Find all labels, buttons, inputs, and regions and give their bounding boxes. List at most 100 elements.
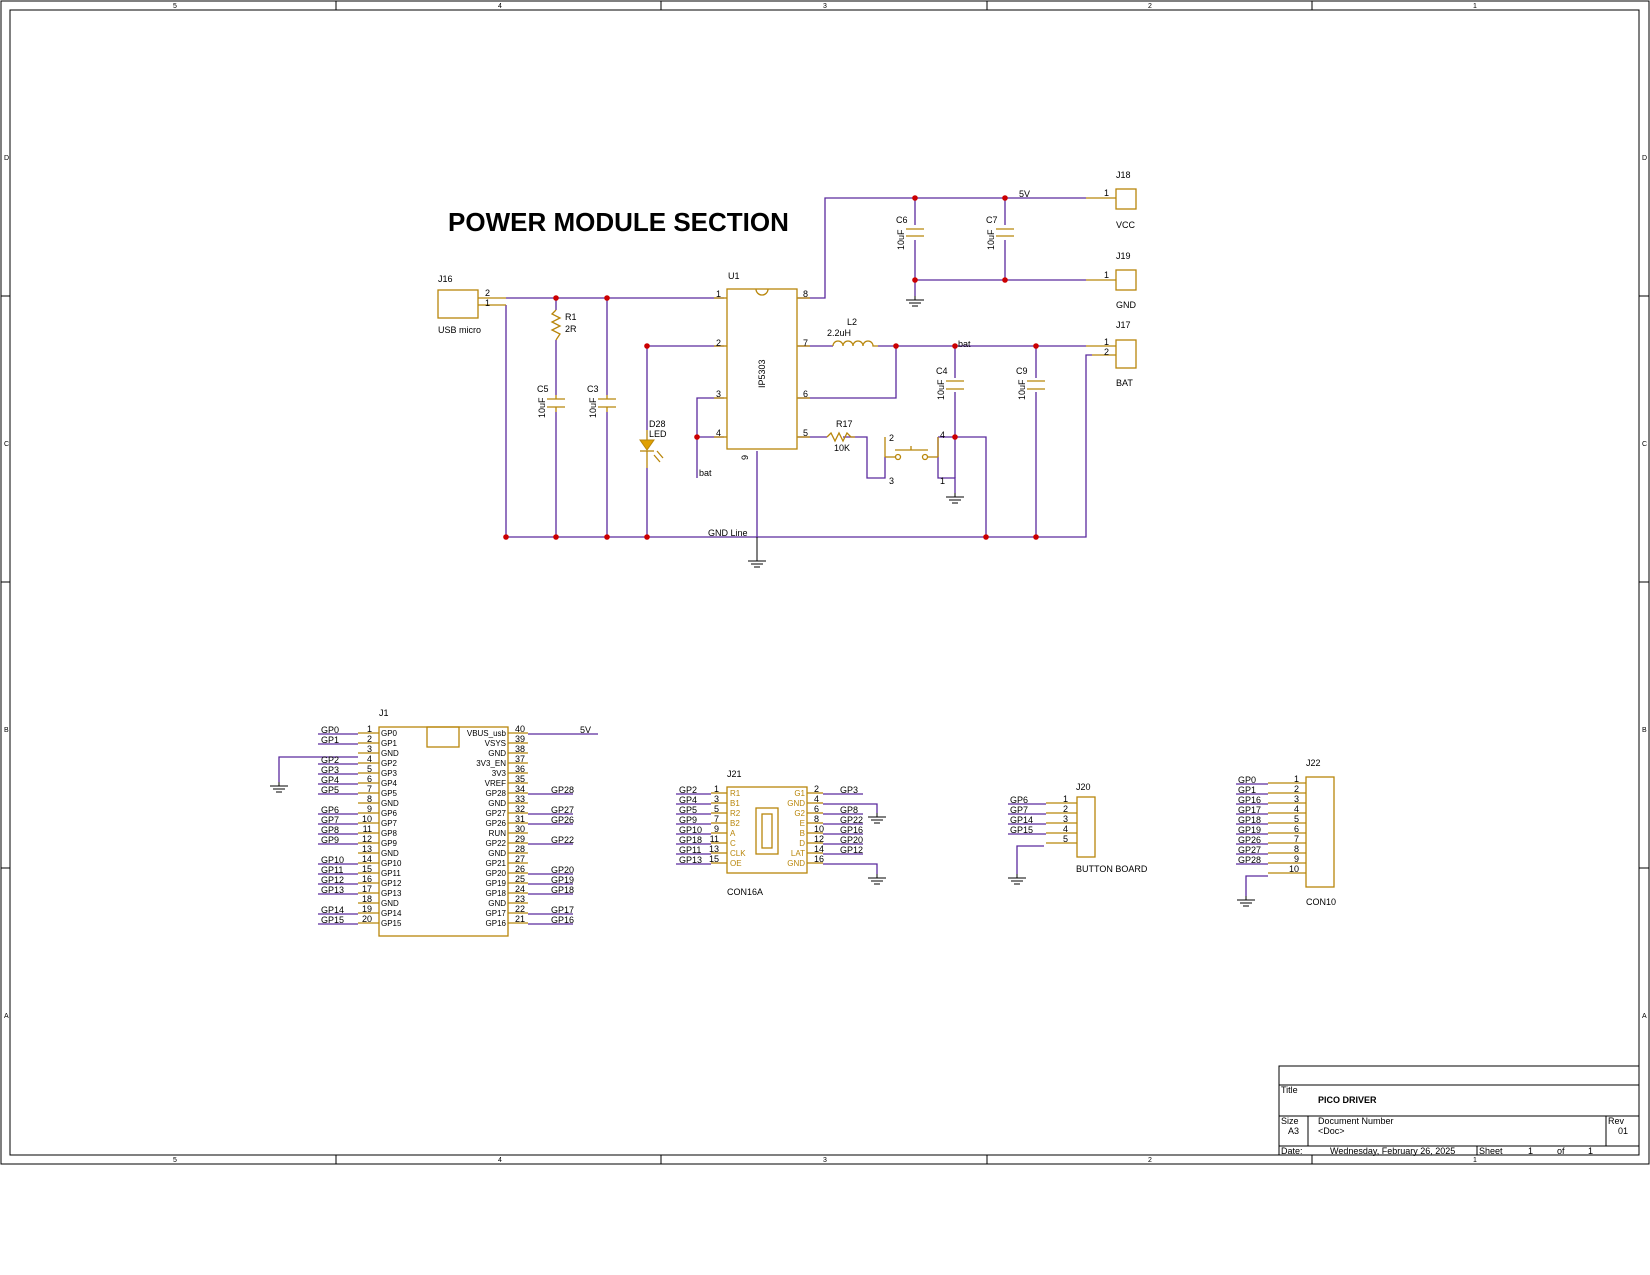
document-number: <Doc> bbox=[1318, 1126, 1345, 1136]
pin-number: 1 bbox=[714, 784, 719, 794]
net-label: 5V bbox=[580, 725, 591, 735]
capacitor-c9: C9 10uF bbox=[1016, 366, 1045, 400]
net-label: GP1 bbox=[1238, 785, 1256, 795]
pin-name: B1 bbox=[730, 799, 740, 808]
capacitor-c7: C7 10uF bbox=[986, 215, 1014, 250]
pin-number: 27 bbox=[515, 854, 525, 864]
pin-name: GP19 bbox=[486, 879, 507, 888]
pin-name: GP20 bbox=[486, 869, 507, 878]
pin-number: 14 bbox=[362, 854, 372, 864]
net-label: GP8 bbox=[321, 825, 339, 835]
resistor-r17: R17 10K bbox=[826, 419, 855, 453]
power-junctions bbox=[503, 195, 1039, 540]
pin-number: 35 bbox=[515, 774, 525, 784]
svg-text:6: 6 bbox=[803, 389, 808, 399]
pin-name: E bbox=[800, 819, 805, 828]
net-label: GP17 bbox=[551, 905, 574, 915]
pin-name: GP14 bbox=[381, 909, 402, 918]
net-label: GP15 bbox=[321, 915, 344, 925]
revision: 01 bbox=[1618, 1126, 1628, 1136]
zone-label-top: 1 bbox=[1473, 3, 1477, 10]
pin-number: 37 bbox=[515, 754, 525, 764]
net-label: GP13 bbox=[679, 855, 702, 865]
power-wires bbox=[505, 197, 1092, 538]
pin-name: GND bbox=[381, 899, 399, 908]
pin-name: VBUS_usb bbox=[467, 729, 507, 738]
pin-name: GP26 bbox=[486, 819, 507, 828]
pin-number: 38 bbox=[515, 744, 525, 754]
pin-number: 8 bbox=[814, 814, 819, 824]
pin-name: GND bbox=[381, 749, 399, 758]
pin-name: GND bbox=[488, 749, 506, 758]
net-label: GP17 bbox=[1238, 805, 1261, 815]
net-label: GP20 bbox=[551, 865, 574, 875]
pin-number: 23 bbox=[515, 894, 525, 904]
net-label: GP7 bbox=[1010, 805, 1028, 815]
svg-text:C9: C9 bbox=[1016, 366, 1028, 376]
svg-text:BUTTON BOARD: BUTTON BOARD bbox=[1076, 864, 1148, 874]
net-label: GP26 bbox=[1238, 835, 1261, 845]
pin-number: 19 bbox=[362, 904, 372, 914]
pin-number: 36 bbox=[515, 764, 525, 774]
pin-number: 30 bbox=[515, 824, 525, 834]
pin-number: 14 bbox=[814, 844, 824, 854]
svg-text:3: 3 bbox=[716, 389, 721, 399]
net-label: GP4 bbox=[679, 795, 697, 805]
connector-j16: J16 USB micro 2 1 bbox=[437, 274, 506, 335]
pin-name: GP16 bbox=[486, 919, 507, 928]
ic-u1: U1 IP5303 1 2 3 4 5 6 7 8 9 bbox=[714, 271, 810, 460]
capacitor-c3: C3 10uF bbox=[587, 384, 616, 418]
drawing-title: PICO DRIVER bbox=[1318, 1095, 1377, 1105]
net-label: GP6 bbox=[1010, 795, 1028, 805]
pin-name: GP13 bbox=[381, 889, 402, 898]
pin-name: R1 bbox=[730, 789, 741, 798]
net-label: GP19 bbox=[551, 875, 574, 885]
pin-number: 2 bbox=[1063, 804, 1068, 814]
net-label: GP28 bbox=[1238, 855, 1261, 865]
net-label: GP6 bbox=[321, 805, 339, 815]
net-label: GP22 bbox=[840, 815, 863, 825]
net-label: GP18 bbox=[1238, 815, 1261, 825]
pin-name: GP11 bbox=[381, 869, 401, 878]
pin-number: 5 bbox=[367, 764, 372, 774]
net-bat-label-u1: bat bbox=[699, 468, 712, 478]
svg-text:1: 1 bbox=[1104, 270, 1109, 280]
svg-text:10uF: 10uF bbox=[936, 379, 946, 400]
net-label: GP10 bbox=[321, 855, 344, 865]
pin-number: 33 bbox=[515, 794, 525, 804]
pin-name: GND bbox=[488, 849, 506, 858]
pin-number: 10 bbox=[1289, 864, 1299, 874]
zone-label-top: 2 bbox=[1148, 3, 1152, 10]
svg-text:7: 7 bbox=[803, 338, 808, 348]
pin-name: GP21 bbox=[486, 859, 507, 868]
pin-name: GP6 bbox=[381, 809, 398, 818]
pin-name: B2 bbox=[730, 819, 740, 828]
svg-text:2: 2 bbox=[1104, 347, 1109, 357]
net-label: GP28 bbox=[551, 785, 574, 795]
svg-text:J1: J1 bbox=[379, 708, 389, 718]
zone-label-right: B bbox=[1642, 727, 1647, 734]
pin-number: 12 bbox=[814, 834, 824, 844]
gnd-line-label: GND Line bbox=[708, 528, 748, 538]
svg-text:10K: 10K bbox=[834, 443, 850, 453]
zone-label-bottom: 4 bbox=[498, 1157, 502, 1164]
svg-text:R1: R1 bbox=[565, 312, 577, 322]
pin-name: GP7 bbox=[381, 819, 398, 828]
zone-label-right: A bbox=[1642, 1013, 1647, 1020]
svg-text:CON16A: CON16A bbox=[727, 887, 763, 897]
pin-name: R2 bbox=[730, 809, 741, 818]
pin-number: 9 bbox=[1294, 854, 1299, 864]
svg-text:C7: C7 bbox=[986, 215, 998, 225]
svg-text:R17: R17 bbox=[836, 419, 853, 429]
svg-text:2R: 2R bbox=[565, 324, 577, 334]
svg-text:C3: C3 bbox=[587, 384, 599, 394]
pin-name: GP8 bbox=[381, 829, 398, 838]
svg-text:2: 2 bbox=[716, 338, 721, 348]
pin-number: 12 bbox=[362, 834, 372, 844]
pin-number: 6 bbox=[1294, 824, 1299, 834]
svg-text:Size: Size bbox=[1281, 1116, 1299, 1126]
connector-j19: J19 GND 1 bbox=[1086, 251, 1137, 310]
